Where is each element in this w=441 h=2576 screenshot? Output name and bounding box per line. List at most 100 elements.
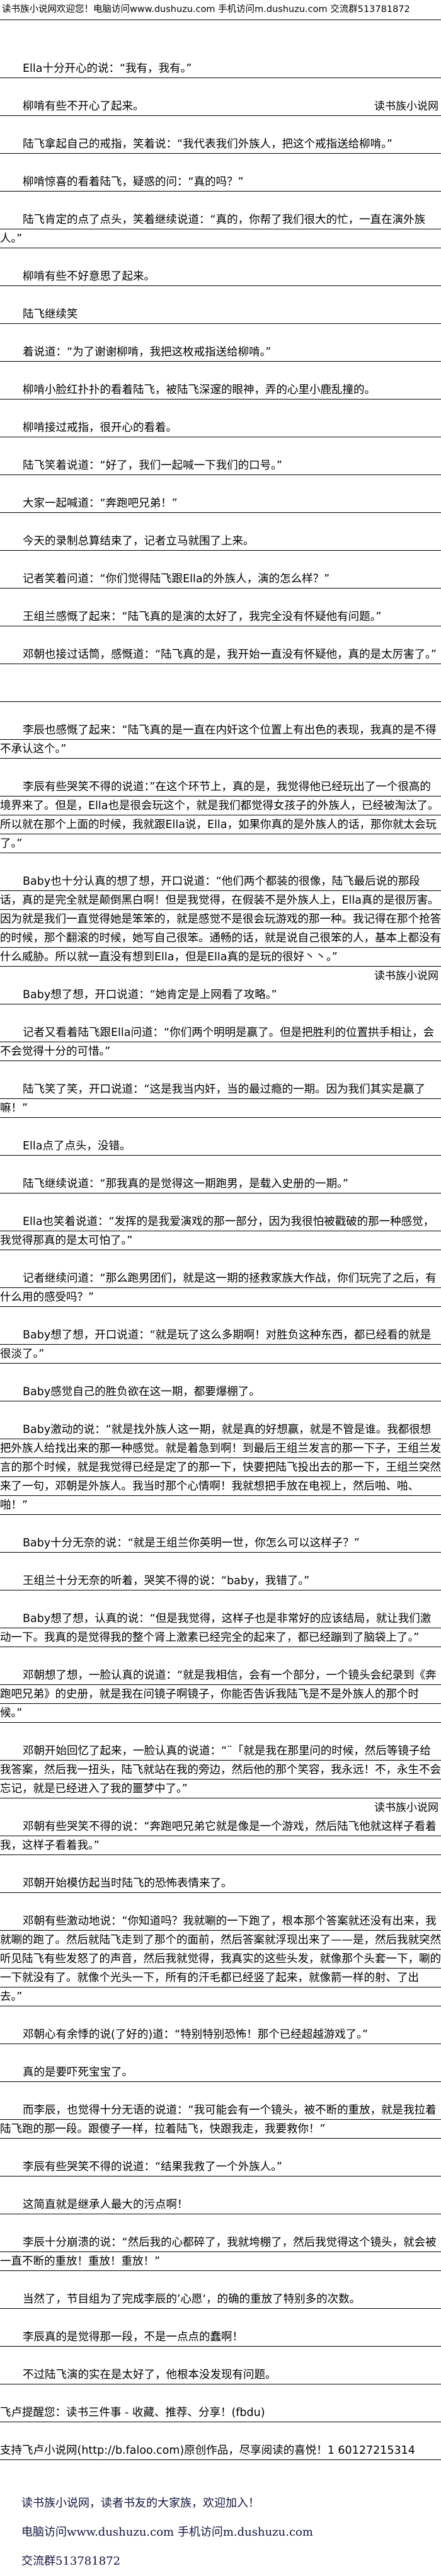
paragraph-text	[23, 686, 26, 699]
paragraph-text: 柳啃有些不开心了起来。	[23, 100, 144, 113]
paragraph: 柳啃接过戒指，很开心的看着。	[0, 418, 441, 437]
paragraph-text: 邓朝想了想，一脸认真的说道：“就是我相信，会有一个部分，一个镜头会纪录到《奔跑吧…	[0, 1669, 437, 1720]
paragraph: 记者又看着陆飞跟Ella问道：“你们两个明明是赢了。但是把胜利的位置拱手相让，会…	[0, 1023, 441, 1061]
paragraph-text: Baby想了想，开口说道：“她肯定是上网看了攻略。”	[23, 989, 277, 1001]
paragraph-text: 李辰十分崩溃的说：“然后我的心都碎了，我就垮棚了，然后我觉得这个镜头，就会被一直…	[0, 2236, 437, 2268]
paragraph-text: 今天的录制总算结束了，记者立马就围了上来。	[23, 535, 255, 548]
paragraph-text: 飞卢提醒您：读书三件事 - 收藏、推荐、分享！(fbdu)	[0, 2406, 265, 2419]
paragraph-text: 邓朝也接过话筒，感慨道：“陆飞真的是，我开始一直没有怀疑他，真的是太厉害了。”	[23, 648, 437, 661]
paragraph-text: Baby十分无奈的说：“就是王组兰你英明一世，你怎么可以这样子？”	[23, 1537, 360, 1550]
paragraph-text: 柳啃接过戒指，很开心的看着。	[23, 422, 177, 434]
paragraph-text: 当然了，节目组为了完成李辰的’心愿‘，的确的重放了特别多的次数。	[23, 2293, 361, 2306]
paragraph: 李辰真的是觉得那一段，不是一点点的蠢啊！	[0, 2328, 441, 2347]
footer-slogan: 读书族小说网，读者书友的大家族，欢迎加入！	[21, 2497, 260, 2510]
paragraph-text: 邓朝心有余悸的说(了好的)道：“特别特别恐怖！那个已经超越游戏了。”	[23, 2028, 369, 2041]
paragraph-text: Baby想了想，认真的说：“但是我觉得，这样子也是非常好的应该结局，就让我们激动…	[0, 1613, 432, 1644]
paragraph: Baby激动的说：“就是找外族人这一期，就是真的好想赢，就是不管是谁。我都很想把…	[0, 1420, 441, 1515]
paragraph: 王组兰十分无奈的听着，哭笑不得的说：“baby，我错了。”	[0, 1572, 441, 1590]
paragraph-text: 李辰有些哭笑不得的说道：“结果我救了一个外族人。”	[23, 2161, 282, 2173]
paragraph: 李辰也感慨了起来：“陆飞真的是一直在内奸这个位置上有出色的表现，我真的是不得不承…	[0, 721, 441, 759]
paragraph: 邓朝也接过话筒，感慨道：“陆飞真的是，我开始一直没有怀疑他，真的是太厉害了。”	[0, 645, 441, 664]
paragraph: 当然了，节目组为了完成李辰的’心愿‘，的确的重放了特别多的次数。	[0, 2290, 441, 2309]
paragraph-text: 不过陆飞演的实在是太好了，他根本没发现有问题。	[23, 2369, 277, 2381]
paragraph-text: 王组兰十分无奈的听着，哭笑不得的说：“baby，我错了。”	[23, 1575, 310, 1587]
paragraph: 李辰有些哭笑不得的说道：“结果我救了一个外族人。”	[0, 2158, 441, 2176]
paragraph: 陆飞继续笑	[0, 305, 441, 324]
paragraph-text: 邓朝开始模仿起当时陆飞的恐怖表情来了。	[23, 1877, 232, 1890]
chapter-content: Ella十分开心的说：“我有，我有。”柳啃有些不开心了起来。读书族小说网陆飞拿起…	[0, 20, 441, 2460]
site-watermark: 读书族小说网	[374, 970, 438, 982]
paragraph-text: 陆飞笑了笑，开口说道：“这是我当内奸，当的最过瘾的一期。因为我们其实是赢了嘛！”	[0, 1083, 426, 1115]
paragraph: 今天的录制总算结束了，记者立马就围了上来。	[0, 532, 441, 551]
paragraph-text: 王组兰感慨了起来：“陆飞真的是演的太好了，我完全没有怀疑他有问题。”	[23, 611, 382, 623]
paragraph: 柳啃有些不好意思了起来。	[0, 267, 441, 286]
paragraph-text: 支持飞卢小说网(http://b.faloo.com)原创作品，尽享阅读的喜悦！…	[0, 2444, 415, 2457]
paragraph-text: 陆飞继续笑	[23, 308, 78, 321]
paragraph: 陆飞继续说道：“那我真的是觉得这一期跑男，是载入史册的一期。”	[0, 1175, 441, 1193]
paragraph: 柳啃小脸红扑扑的看着陆飞，被陆飞深邃的眼神，弄的心里小鹿乱撞的。	[0, 381, 441, 400]
paragraph: 不过陆飞演的实在是太好了，他根本没发现有问题。	[0, 2366, 441, 2384]
paragraph: 邓朝开始回忆了起来，一脸认真的说道：“¨「就是我在那里问的时候，然后等镜子给我答…	[0, 1742, 441, 1814]
paragraph-text: 邓朝有些哭笑不得的说：“奔跑吧兄弟它就是像是一个游戏，然后陆飞他就这样子看着我，…	[0, 1820, 437, 1852]
paragraph: 大家一起喊道：“奔跑吧兄弟！”	[0, 494, 441, 513]
paragraph: 陆飞笑了笑，开口说道：“这是我当内奸，当的最过瘾的一期。因为我们其实是赢了嘛！”	[0, 1080, 441, 1118]
paragraph-text: 柳啃小脸红扑扑的看着陆飞，被陆飞深邃的眼神，弄的心里小鹿乱撞的。	[23, 384, 375, 396]
paragraph: 柳啃惊喜的看着陆飞，疑惑的问：“真的吗？”	[0, 173, 441, 192]
paragraph-text: 柳啃有些不好意思了起来。	[23, 270, 155, 283]
paragraph-text: 大家一起喊道：“奔跑吧兄弟！”	[23, 497, 178, 510]
paragraph: 邓朝开始模仿起当时陆飞的恐怖表情来了。	[0, 1874, 441, 1893]
paragraph: 邓朝有些激动地说：“你知道吗？我就唰的一下跑了，根本那个答案就还没有出来，我就唰…	[0, 1912, 441, 2006]
paragraph-text: 记者继续问道：“那么跑男团们，就是这一期的拯救家族大作战，你们玩完了之后，有什么…	[0, 1272, 437, 1304]
paragraph-text: Ella十分开心的说：“我有，我有。”	[23, 62, 192, 75]
paragraph: 真的是要吓死宝宝了。	[0, 2063, 441, 2082]
paragraph: 着说道：“为了谢谢柳啃，我把这枚戒指送给柳啃。”	[0, 343, 441, 362]
paragraph: 飞卢提醒您：读书三件事 - 收藏、推荐、分享！(fbdu)	[0, 2403, 441, 2422]
paragraph: 而李辰，也觉得十分无语的说道：“我可能会有一个镜头，被不断的重放，就是我拉着陆飞…	[0, 2101, 441, 2139]
paragraph-text: Baby也十分认真的想了想，开口说道：“他们两个都装的很像，陆飞最后说的那段话，…	[0, 875, 441, 963]
paragraph-text: Ella点了点头，没错。	[23, 1140, 131, 1153]
paragraph-text: 这简直就是继承人最大的污点啊！	[23, 2199, 188, 2211]
paragraph-text: 真的是要吓死宝宝了。	[23, 2066, 133, 2079]
paragraph-text: 记者又看着陆飞跟Ella问道：“你们两个明明是赢了。但是把胜利的位置拱手相让，会…	[0, 1026, 435, 1058]
paragraph-text: 李辰有些哭笑不得的说道：”在这个环节上，真的是，我觉得他已经玩出了一个很高的境界…	[0, 781, 439, 850]
paragraph-text: Baby感觉自己的胜负欲在这一期，都要爆棚了。	[23, 1386, 260, 1398]
paragraph: Baby想了想，认真的说：“但是我觉得，这样子也是非常好的应该结局，就让我们激动…	[0, 1609, 441, 1647]
paragraph: 陆飞拿起自己的戒指，笑着说：“我代表我们外族人，把这个戒指送给柳啃。”	[0, 135, 441, 154]
paragraph-text: 记者笑着问道：“你们觉得陆飞跟Ella的外族人，演的怎么样？”	[23, 573, 330, 585]
paragraph-text: 陆飞继续说道：“那我真的是觉得这一期跑男，是载入史册的一期。”	[23, 1178, 348, 1190]
site-welcome-banner: 读书族小说网欢迎您！电脑访问www.dushuzu.com 手机访问m.dush…	[0, 0, 441, 20]
paragraph-text: 柳啃惊喜的看着陆飞，疑惑的问：“真的吗？”	[23, 176, 244, 188]
paragraph-text: Baby激动的说：“就是找外族人这一期，就是真的好想赢，就是不管是谁。我都很想把…	[0, 1423, 441, 1512]
paragraph: 邓朝有些哭笑不得的说：“奔跑吧兄弟它就是像是一个游戏，然后陆飞他就这样子看着我，…	[0, 1817, 441, 1855]
site-footer: 读书族小说网，读者书友的大家族，欢迎加入！ 电脑访问www.dushuzu.co…	[0, 2460, 441, 2576]
paragraph: 支持飞卢小说网(http://b.faloo.com)原创作品，尽享阅读的喜悦！…	[0, 2441, 441, 2460]
paragraph-text: 而李辰，也觉得十分无语的说道：“我可能会有一个镜头，被不断的重放，就是我拉着陆飞…	[0, 2104, 437, 2136]
paragraph: Ella点了点头，没错。	[0, 1137, 441, 1156]
paragraph-text: 李辰真的是觉得那一段，不是一点点的蠢啊！	[23, 2331, 243, 2343]
footer-urls: 电脑访问www.dushuzu.com 手机访问m.dushuzu.com	[21, 2526, 313, 2539]
paragraph: 柳啃有些不开心了起来。 读书族小说网	[0, 97, 441, 116]
paragraph-text: 邓朝有些激动地说：“你知道吗？我就唰的一下跑了，根本那个答案就还没有出来，我就唰…	[0, 1915, 441, 2003]
empty-paragraph	[0, 683, 441, 702]
site-watermark: 读书族小说网	[374, 100, 438, 113]
paragraph: 邓朝想了想，一脸认真的说道：“就是我相信，会有一个部分，一个镜头会纪录到《奔跑吧…	[0, 1666, 441, 1723]
paragraph: Baby感觉自己的胜负欲在这一期，都要爆棚了。	[0, 1383, 441, 1401]
paragraph-text: 陆飞笑着说道：“好了，我们一起喊一下我们的口号。”	[23, 459, 282, 472]
footer-group: 交流群513781872	[21, 2555, 121, 2568]
paragraph-text: Ella也笑着说道：“发挥的是我爱演戏的那一部分，因为我很怕被戳破的那一种感觉，…	[0, 1216, 435, 1247]
paragraph: 记者笑着问道：“你们觉得陆飞跟Ella的外族人，演的怎么样？”	[0, 570, 441, 589]
paragraph-text: 陆飞肯定的点了点头，笑着继续说道：“真的，你帮了我们很大的忙，一直在演外族人。”	[0, 214, 426, 245]
paragraph-text: 陆飞拿起自己的戒指，笑着说：“我代表我们外族人，把这个戒指送给柳啃。”	[23, 138, 392, 151]
paragraph: 李辰十分崩溃的说：“然后我的心都碎了，我就垮棚了，然后我觉得这个镜头，就会被一直…	[0, 2233, 441, 2271]
paragraph: 记者继续问道：“那么跑男团们，就是这一期的拯救家族大作战，你们玩完了之后，有什么…	[0, 1269, 441, 1307]
paragraph: 陆飞肯定的点了点头，笑着继续说道：“真的，你帮了我们很大的忙，一直在演外族人。”	[0, 210, 441, 248]
paragraph: 邓朝心有余悸的说(了好的)道：“特别特别恐怖！那个已经超越游戏了。”	[0, 2025, 441, 2044]
paragraph: Baby想了想，开口说道：“她肯定是上网看了攻略。”	[0, 986, 441, 1004]
paragraph: 陆飞笑着说道：“好了，我们一起喊一下我们的口号。”	[0, 456, 441, 475]
paragraph: Ella十分开心的说：“我有，我有。”	[0, 59, 441, 78]
site-watermark: 读书族小说网	[374, 1802, 438, 1814]
paragraph: Baby也十分认真的想了想，开口说道：“他们两个都装的很像，陆飞最后说的那段话，…	[0, 872, 441, 982]
paragraph: 这简直就是继承人最大的污点啊！	[0, 2195, 441, 2214]
paragraph-text: 着说道：“为了谢谢柳啃，我把这枚戒指送给柳啃。”	[23, 346, 272, 359]
paragraph: Ella也笑着说道：“发挥的是我爱演戏的那一部分，因为我很怕被戳破的那一种感觉，…	[0, 1212, 441, 1250]
